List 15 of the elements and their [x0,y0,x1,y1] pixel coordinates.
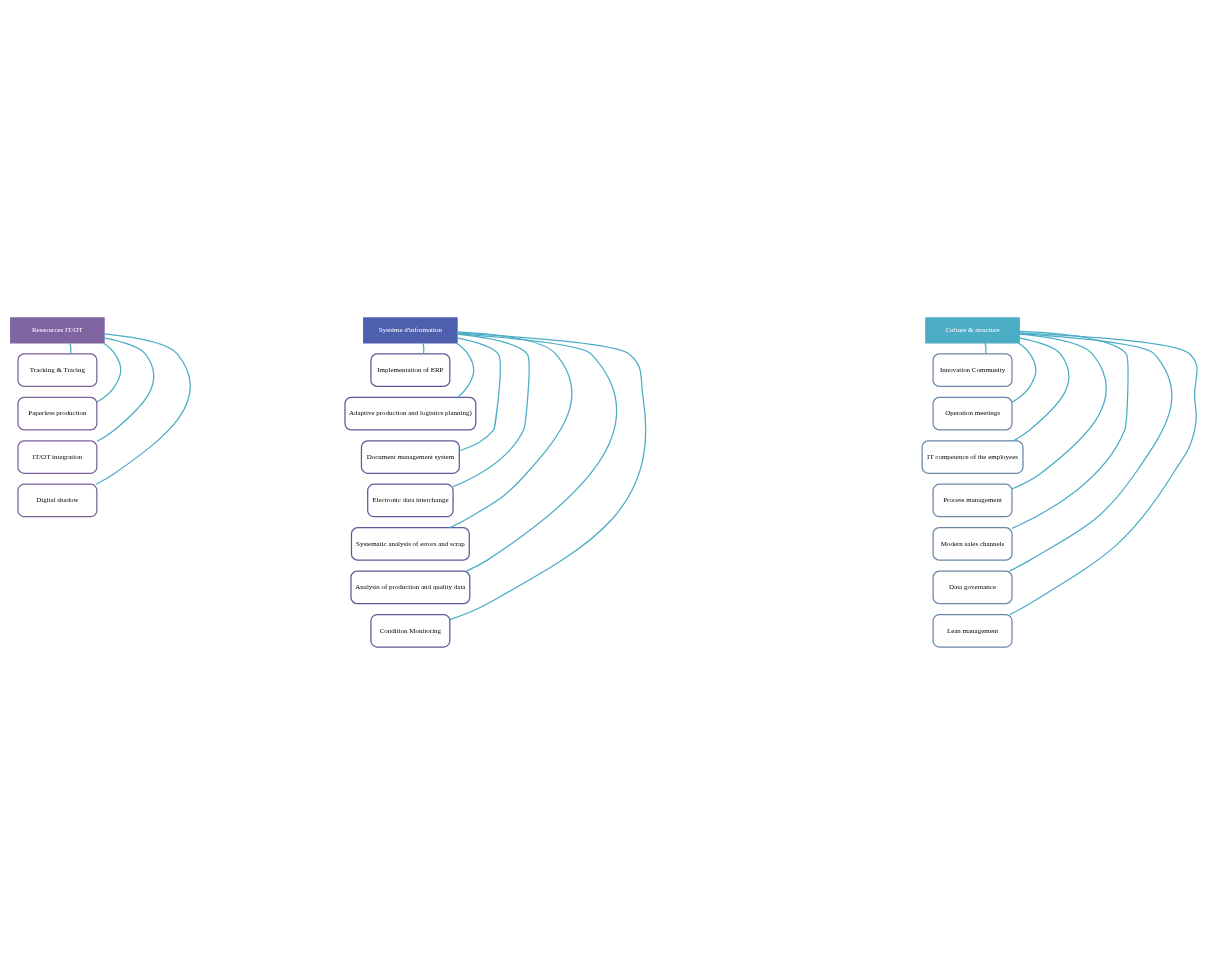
connector [456,336,501,451]
connector [1011,332,1107,489]
connector [95,332,192,485]
connector [456,332,618,572]
connector [1012,336,1070,441]
connector [449,332,647,620]
connector [984,341,987,354]
connector [1011,341,1037,403]
connector [96,341,122,403]
connector [1011,330,1129,529]
connector [452,333,530,487]
connector [455,341,475,398]
connector [1009,331,1198,615]
connector [1008,332,1173,572]
connector [96,336,155,442]
